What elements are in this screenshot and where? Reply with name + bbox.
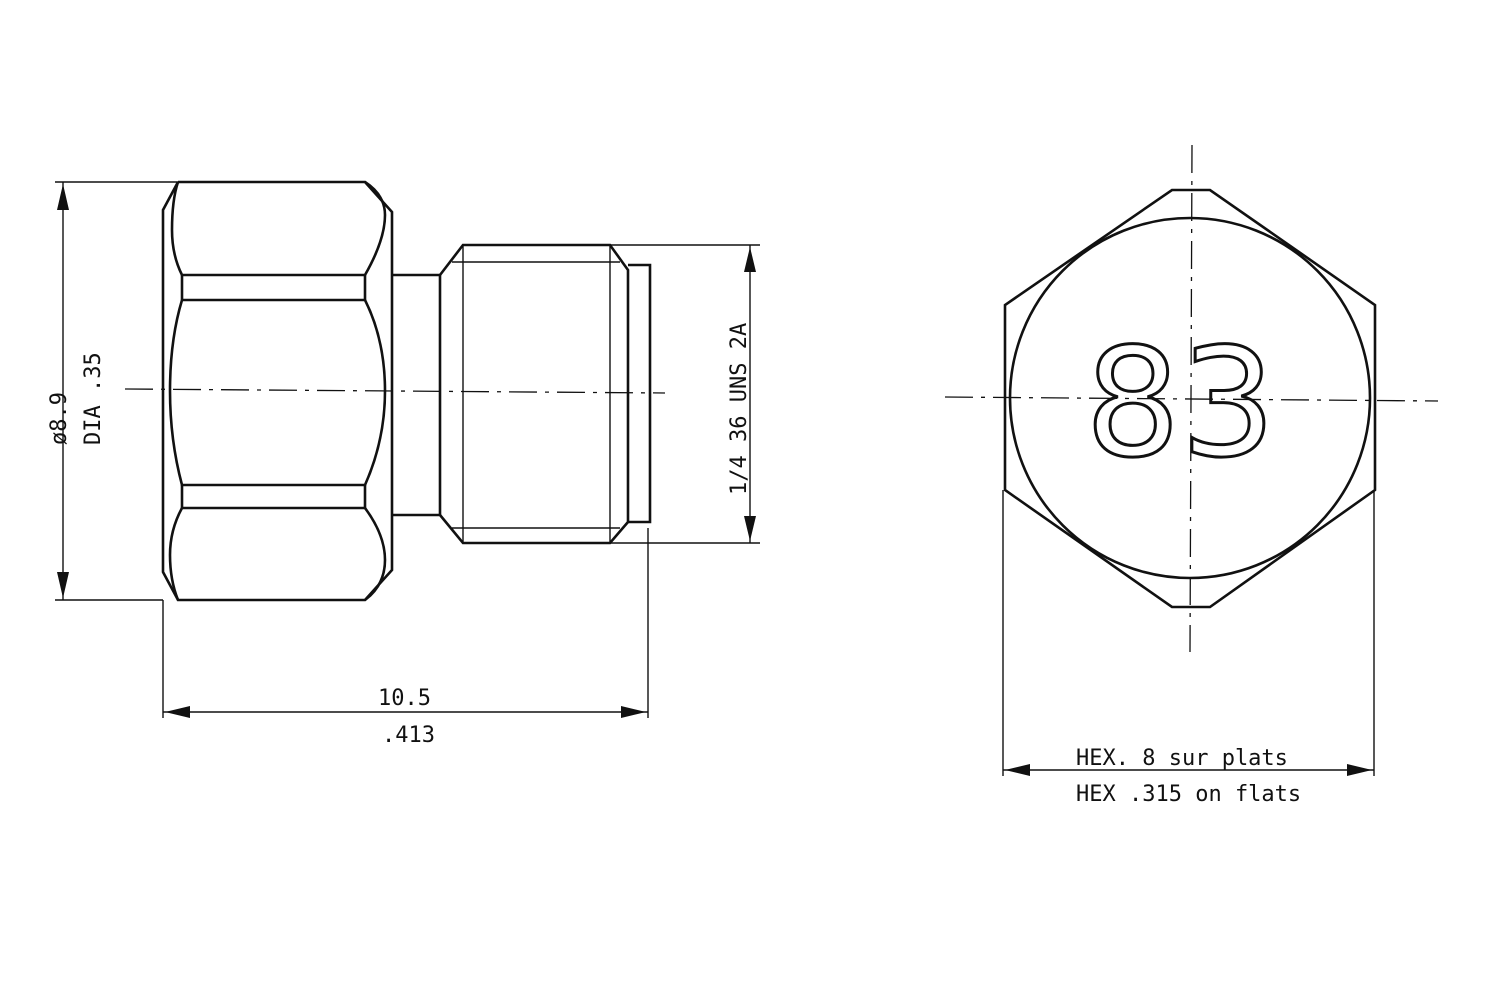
length-inch-label: .413 — [382, 723, 435, 748]
centerline — [124, 388, 666, 394]
hex-inch-label: HEX .315 on flats — [1076, 782, 1301, 807]
diameter-dimension: ø8.9 DIA .35 — [47, 181, 178, 601]
threaded-body — [438, 243, 652, 545]
hex-dimension: HEX. 8 sur plats HEX .315 on flats — [1002, 490, 1375, 807]
neck — [392, 273, 442, 517]
length-dimension: 10.5 .413 — [162, 528, 649, 748]
hex-nut — [161, 180, 394, 602]
thread-dimension: 1/4 36 UNS 2A — [610, 244, 760, 544]
length-metric-label: 10.5 — [378, 686, 431, 711]
diameter-metric-label: ø8.9 — [47, 392, 72, 445]
diameter-inch-label: DIA .35 — [81, 352, 106, 445]
horizontal-centerline — [944, 396, 1439, 402]
hex-metric-label: HEX. 8 sur plats — [1076, 746, 1288, 771]
side-view: ø8.9 DIA .35 1/4 36 UNS 2A 10.5 .413 — [47, 180, 760, 748]
hex-outline — [1003, 188, 1377, 609]
thread-spec-label: 1/4 36 UNS 2A — [727, 323, 752, 495]
marking-83: 83 — [1085, 317, 1276, 491]
end-view: 83 HEX. 8 sur plats HEX .315 on flats — [944, 144, 1439, 807]
